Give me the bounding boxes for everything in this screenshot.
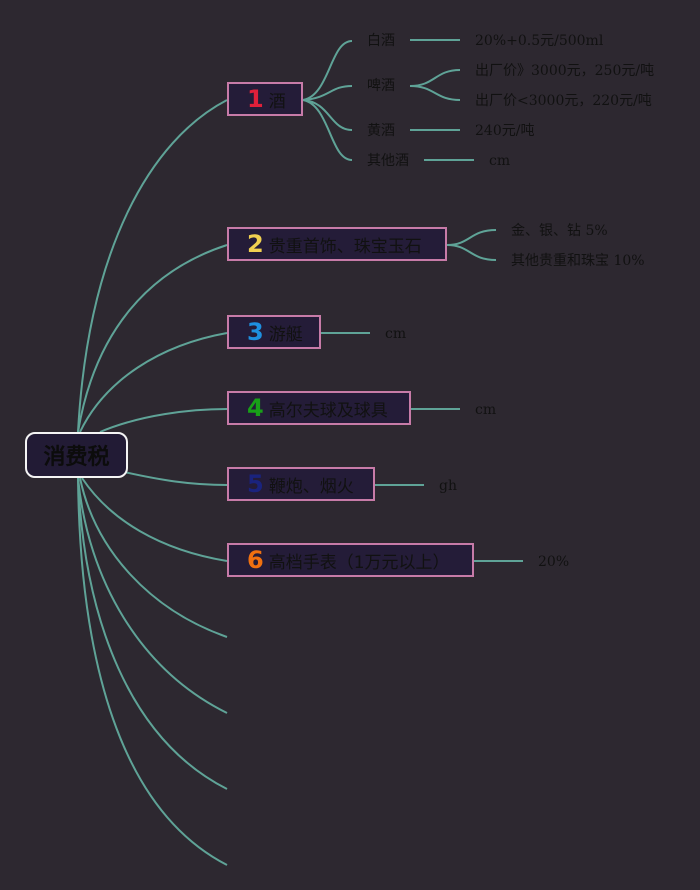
value-fireworks: gh [439,478,457,494]
subnode-gold-silver[interactable]: 金、银、钻 5% [511,223,608,239]
edge-root-1 [77,99,228,433]
node-label: 鞭炮、烟火 [268,476,354,497]
edge-1-a [302,40,353,101]
value-yacht: cm [385,326,407,342]
subnode-huangjiu[interactable]: 黄酒 [367,123,395,139]
number-badge: 1 [247,85,264,113]
node-label: 贵重首饰、珠宝玉石 [268,236,422,257]
edge-root-9 [77,477,228,790]
value-huangjiu: 240元/吨 [475,123,535,139]
value-watch: 20% [538,554,570,570]
subnode-baijiu[interactable]: 白酒 [367,33,395,49]
value-pijiu-high: 出厂价》3000元，250元/吨 [475,63,655,79]
number-badge: 3 [247,318,264,346]
number-badge: 5 [247,470,264,498]
node-label: 酒 [268,91,286,112]
subnode-other-jewelry[interactable]: 其他贵重和珠宝 10% [511,253,645,269]
edge-1-d [302,99,353,161]
edge-root-6 [81,477,228,562]
edge-root-10 [77,477,228,866]
edge-root-4 [99,408,228,433]
value-other-liquor: cm [489,153,511,169]
number-badge: 2 [247,230,264,258]
subnode-pijiu[interactable]: 啤酒 [367,78,395,94]
value-baijiu: 20%+0.5元/500ml [475,33,604,49]
root-node[interactable]: 消费税 [25,432,128,478]
value-pijiu-low: 出厂价<3000元，220元/吨 [475,93,652,109]
edge-root-7 [79,477,228,638]
node-label: 高尔夫球及球具 [268,400,388,421]
edge-root-3 [79,332,228,433]
node-label: 游艇 [268,324,303,345]
edge-1-c [302,99,353,131]
node-label: 高档手表（1万元以上） [268,552,450,573]
edge-root-5 [123,471,228,486]
number-badge: 6 [247,546,264,574]
value-golf: cm [475,402,497,418]
subnode-other-liquor[interactable]: 其他酒 [367,153,409,169]
edge-root-2 [77,244,228,433]
edge-1-b [302,85,353,101]
edge-root-8 [77,477,228,714]
number-badge: 4 [247,394,264,422]
